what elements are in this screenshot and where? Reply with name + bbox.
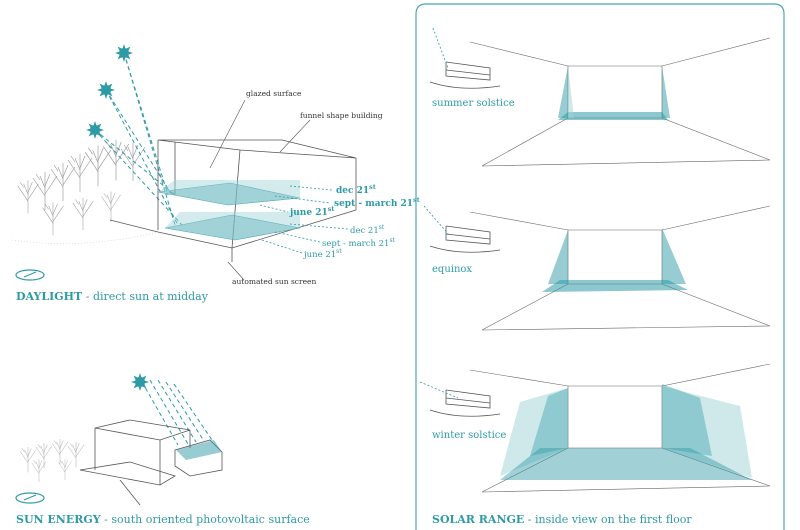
section-thumbnail bbox=[429, 225, 501, 253]
compass-icon bbox=[15, 492, 45, 504]
upper-june-label: june 21st bbox=[289, 205, 334, 218]
sun-patch bbox=[542, 280, 688, 292]
sun-patch bbox=[662, 228, 686, 284]
sun-patch bbox=[558, 112, 668, 120]
lower-dec-label: dec 21st bbox=[350, 224, 385, 236]
trees-group bbox=[19, 438, 85, 482]
glazed-surface-label: glazed surface bbox=[246, 89, 302, 98]
panel-frame bbox=[415, 3, 785, 530]
summer-solstice-label: summer solstice bbox=[432, 98, 515, 109]
ground-dots bbox=[11, 231, 161, 244]
sun-rays bbox=[141, 379, 213, 446]
summer-solstice-view: summer solstice bbox=[429, 27, 771, 167]
sun-patch bbox=[558, 66, 568, 118]
sun-icon bbox=[97, 81, 115, 99]
sun-patch bbox=[662, 66, 670, 118]
sun-angle bbox=[419, 381, 459, 399]
sun-energy-section: SUN ENERGY - south oriented photovoltaic… bbox=[15, 373, 310, 526]
lower-floor-glazing bbox=[164, 214, 301, 241]
sun-icon bbox=[115, 44, 133, 62]
upper-sept-label: sept - march 21st bbox=[334, 196, 420, 209]
upper-floor-light bbox=[158, 180, 300, 205]
section-thumbnail bbox=[429, 389, 501, 417]
lower-june-label: june 21st bbox=[303, 248, 342, 260]
photovoltaic-panel bbox=[176, 440, 222, 460]
sun-patch bbox=[548, 230, 568, 284]
sun-screen-label: automated sun screen bbox=[232, 277, 316, 286]
sun-patch bbox=[530, 388, 568, 456]
upper-dec-label: dec 21st bbox=[336, 183, 376, 196]
solar-range-caption: SOLAR RANGE - inside view on the first f… bbox=[432, 513, 692, 526]
sun-patch bbox=[568, 66, 574, 118]
trees-group bbox=[17, 139, 146, 236]
daylight-section: glazed surface funnel shape building aut… bbox=[11, 44, 420, 303]
equinox-label: equinox bbox=[432, 264, 472, 275]
sun-patch bbox=[662, 384, 712, 456]
funnel-building-label: funnel shape building bbox=[300, 111, 383, 120]
sun-patch bbox=[662, 386, 752, 478]
compass-icon bbox=[15, 269, 45, 281]
leader-lines bbox=[209, 99, 311, 281]
room-wireframe bbox=[469, 205, 771, 331]
lower-date-labels: dec 21st sept - march 21st june 21st bbox=[303, 224, 396, 260]
date-leaders bbox=[259, 185, 349, 254]
winter-solstice-view: winter solstice bbox=[419, 363, 771, 493]
sun-energy-caption: SUN ENERGY - south oriented photovoltaic… bbox=[16, 513, 310, 526]
sun-patch bbox=[500, 448, 752, 480]
building-wireframe bbox=[79, 419, 223, 506]
section-thumbnail bbox=[429, 61, 501, 89]
winter-solstice-label: winter solstice bbox=[432, 430, 506, 441]
room-wireframe bbox=[469, 37, 771, 167]
sun-icon bbox=[86, 121, 104, 139]
upper-floor-glazing bbox=[157, 182, 301, 206]
sun-angle bbox=[432, 27, 449, 69]
daylight-caption: DAYLIGHT - direct sun at midday bbox=[16, 290, 209, 303]
lower-sept-label: sept - march 21st bbox=[322, 237, 396, 249]
solar-range-section: summer solstice equinox bbox=[415, 3, 785, 530]
equinox-view: equinox bbox=[423, 205, 771, 331]
sun-icon bbox=[131, 373, 149, 391]
sun-rays bbox=[94, 52, 183, 226]
lower-floor-light bbox=[165, 212, 300, 240]
sun-angle bbox=[423, 205, 451, 237]
sun-patch bbox=[500, 388, 568, 476]
